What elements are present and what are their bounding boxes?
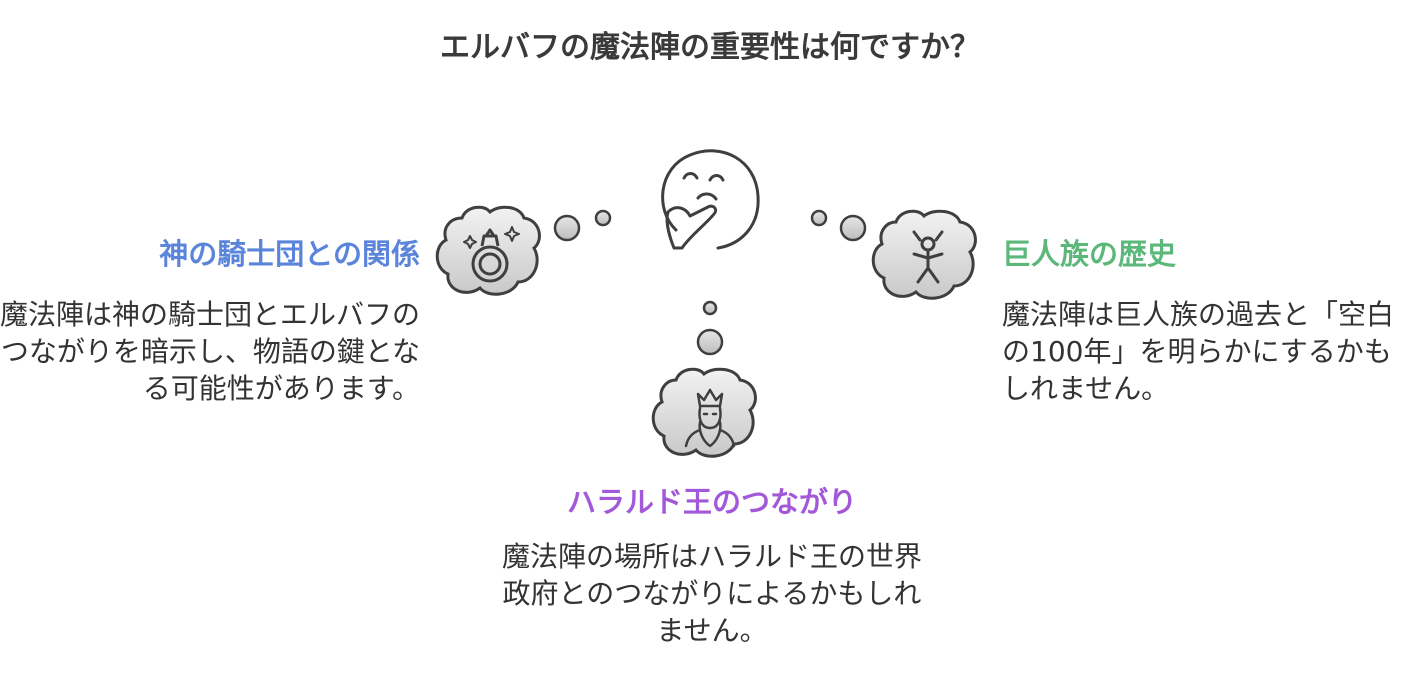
giants-cloud — [871, 209, 977, 300]
giants-heading: 巨人族の歴史 — [1002, 237, 1177, 271]
thought-bubble-large-right — [839, 214, 867, 242]
giants-description: 魔法陣は巨人族の過去と「空白の100年」を明らかにするかもしれません。 — [1002, 298, 1395, 405]
thought-bubble-small-right — [810, 209, 828, 227]
thought-bubble-small-left — [594, 209, 612, 227]
thought-bubble-small-bottom — [702, 300, 718, 316]
harald-cloud — [651, 367, 757, 458]
king-icon — [684, 388, 736, 448]
thought-bubble-large-bottom — [696, 328, 724, 356]
horned-figure-icon — [912, 230, 944, 284]
knights-description: 魔法陣は神の騎士団とエルバフのつながりを暗示し、物語の鍵となる可能性があります。 — [0, 298, 421, 405]
knights-cloud — [435, 205, 541, 296]
diagram-title: エルバフの魔法陣の重要性は何ですか？ — [440, 30, 980, 65]
thought-bubble-large-left — [553, 214, 581, 242]
thinking-face-icon — [661, 149, 760, 250]
ring-icon — [463, 226, 520, 283]
harald-heading: ハラルド王のつながり — [566, 485, 857, 519]
harald-description: 魔法陣の場所はハラルド王の世界政府とのつながりによるかもしれません。 — [501, 540, 922, 647]
knights-heading: 神の騎士団との関係 — [159, 237, 420, 271]
